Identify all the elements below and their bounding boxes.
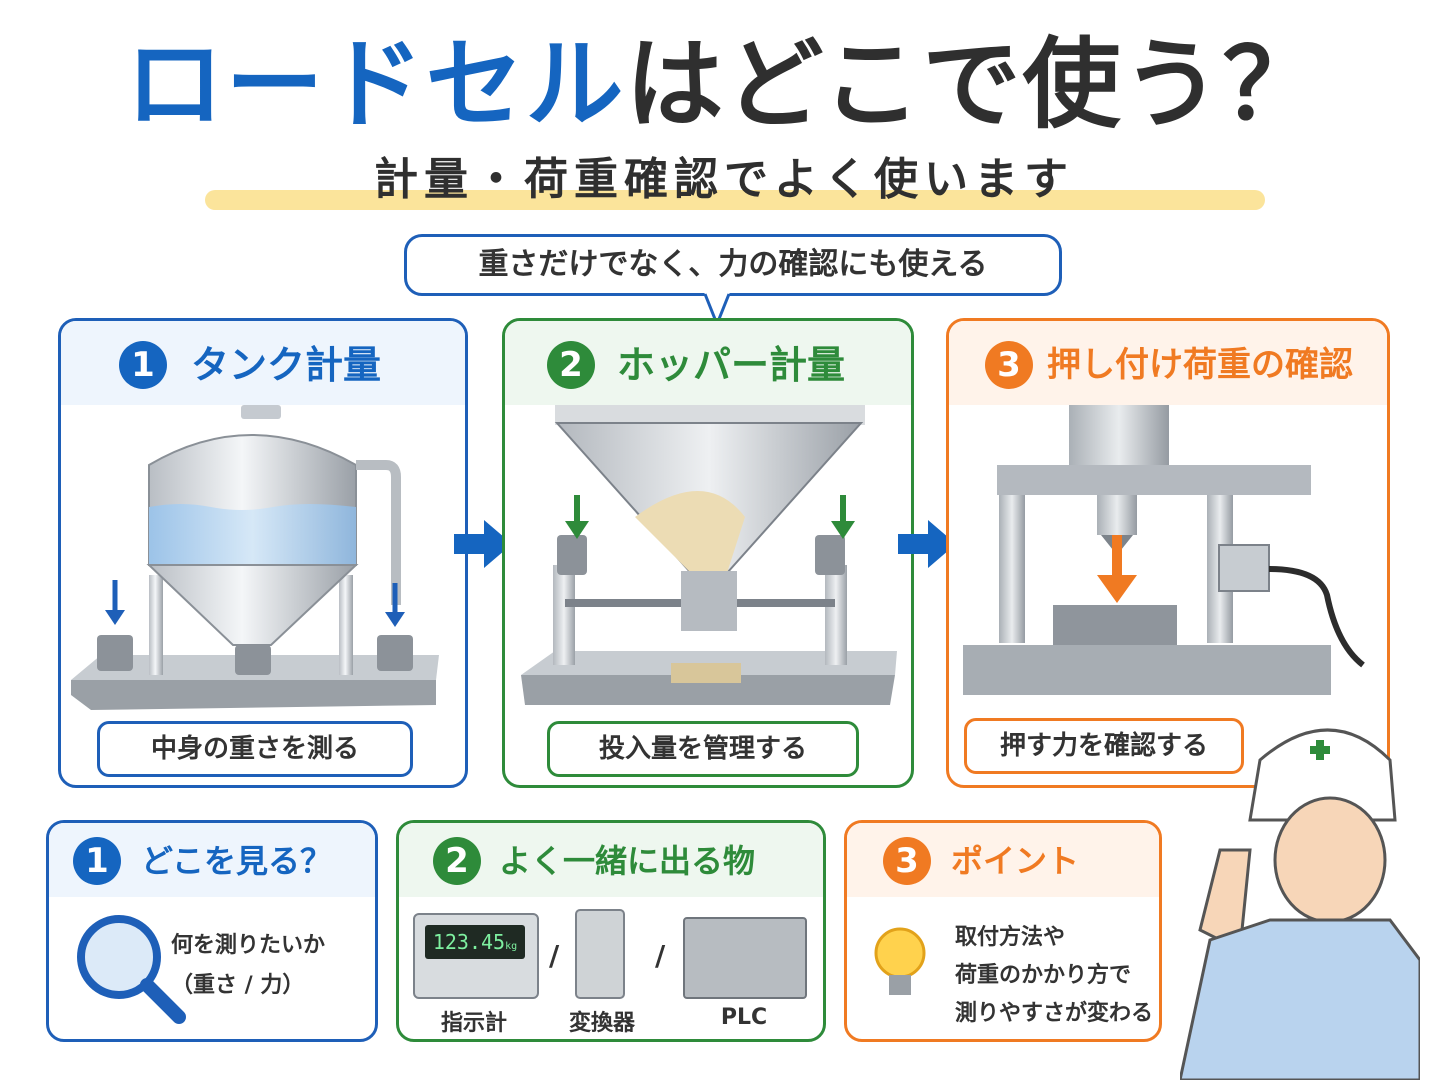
- card-header: 2 よく一緒に出る物: [399, 823, 823, 897]
- step-number: 1: [119, 341, 167, 389]
- subtitle: 計量・荷重確認でよく使います: [374, 154, 1074, 205]
- card-text: （重さ / 力）: [171, 973, 305, 998]
- lightbulb-icon: [874, 927, 926, 995]
- panel-header: 1 タンク計量: [61, 321, 465, 405]
- panel-title: タンク計量: [191, 343, 382, 387]
- card-text: 何を測りたいか: [171, 933, 326, 958]
- title-part2: はどこで使う？: [625, 28, 1323, 142]
- panel-press-load: 3 押し付け荷重の確認: [946, 318, 1390, 788]
- hopper-illustration: [521, 405, 897, 705]
- press-illustration: [963, 405, 1365, 695]
- panel-header: 3 押し付け荷重の確認: [949, 321, 1387, 405]
- step-number: 3: [883, 837, 931, 885]
- title-part1: ロードセル: [125, 28, 626, 142]
- step-number: 1: [73, 837, 121, 885]
- panel-caption: 中身の重さを測る: [97, 721, 413, 777]
- card-title: よく一緒に出る物: [499, 842, 756, 880]
- arrow-right-icon: [898, 520, 956, 568]
- indicator-unit: kg: [505, 941, 518, 952]
- plus-icon: [1310, 740, 1330, 760]
- device-label: 指示計: [440, 1011, 507, 1036]
- worker-character: [1180, 728, 1420, 1080]
- step-number: 2: [433, 837, 481, 885]
- indicator-display: 123.45kg: [425, 925, 525, 959]
- card-points: 3 ポイント 取付方法や 荷重のかかり方で 測りやすさが変わる: [844, 820, 1162, 1042]
- card-title: どこを見る？: [141, 842, 333, 880]
- panel-title: ホッパー計量: [617, 343, 846, 387]
- panel-caption: 投入量を管理する: [547, 721, 859, 777]
- tank-illustration: [71, 405, 439, 710]
- indicator-value: 123.45: [432, 930, 506, 954]
- subtitle-highlight: [205, 190, 1265, 210]
- card-header: 1 どこを見る？: [49, 823, 375, 897]
- panel-header: 2 ホッパー計量: [505, 321, 911, 405]
- arrow-right-icon: [454, 520, 512, 568]
- card-text: 荷重のかかり方で: [955, 963, 1132, 988]
- card-text: 取付方法や: [955, 925, 1066, 950]
- panel-hopper-weighing: 2 ホッパー計量 投入量を管理する: [502, 318, 914, 788]
- card-what-to-check: 1 どこを見る？ 何を測りたいか （重さ / 力）: [46, 820, 378, 1042]
- device-label: 変換器: [568, 1011, 635, 1036]
- card-header: 3 ポイント: [847, 823, 1159, 897]
- panel-tank-weighing: 1 タンク計量 中身の重さを測る: [58, 318, 468, 788]
- speech-bubble: 重さだけでなく、力の確認にも使える: [404, 234, 1062, 296]
- device-label: PLC: [720, 1005, 768, 1030]
- separator: /: [655, 939, 666, 972]
- panel-title: 押し付け荷重の確認: [1047, 345, 1353, 385]
- step-number: 3: [985, 341, 1033, 389]
- card-related-devices: 2 よく一緒に出る物 123.45kg / / 指示計 変換器 PLC: [396, 820, 826, 1042]
- page-title: ロードセルはどこで使う？: [0, 20, 1448, 150]
- magnifier-icon: [77, 915, 186, 1024]
- card-title: ポイント: [951, 842, 1080, 880]
- separator: /: [549, 939, 560, 972]
- step-number: 2: [547, 341, 595, 389]
- plc-device: [683, 917, 807, 999]
- panel-caption: 押す力を確認する: [964, 718, 1244, 774]
- card-text: 測りやすさが変わる: [955, 1001, 1154, 1026]
- converter-device: [575, 909, 625, 999]
- indicator-device: 123.45kg: [413, 913, 539, 999]
